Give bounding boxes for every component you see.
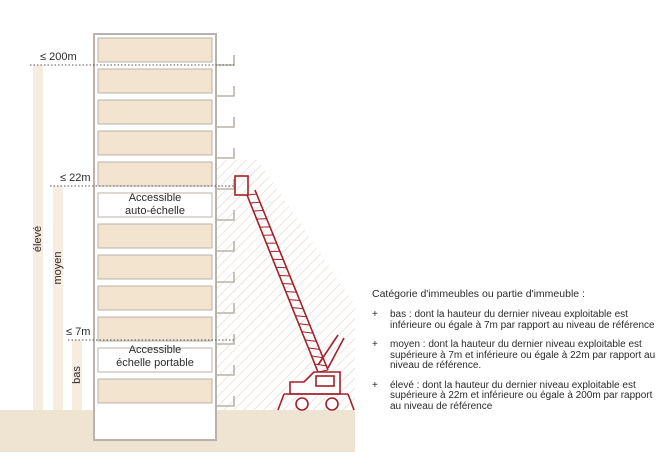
ladder-rung (292, 307, 304, 310)
balcony (216, 117, 235, 128)
ladder-rung (295, 315, 307, 318)
legend-item-moyen: + moyen : dont la hauteur du dernier niv… (372, 339, 662, 372)
ladder-rung (256, 218, 267, 220)
ladder-rung (298, 323, 310, 326)
balcony (216, 210, 235, 221)
ladder-reach-zone (214, 160, 355, 410)
floor (97, 130, 213, 156)
truck-wheel-front (295, 397, 309, 411)
floor (97, 99, 213, 125)
floor (97, 378, 213, 404)
ladder-rail-right (254, 189, 329, 371)
balcony (216, 86, 235, 97)
floor (97, 192, 213, 218)
label-200m: ≤ 200m (40, 51, 77, 63)
floor (97, 316, 213, 342)
plus-icon: + (372, 339, 378, 350)
balconies (216, 55, 235, 407)
zone-portable-line2: échelle portable (116, 357, 194, 369)
floor (97, 161, 213, 187)
zone-echelle-portable: Accessible échelle portable (104, 344, 206, 370)
ladder-rung (305, 339, 317, 342)
balcony (216, 272, 235, 283)
floor (97, 347, 213, 373)
legend-title: Catégorie d'immeubles ou partie d'immeub… (372, 288, 585, 300)
balcony (216, 55, 235, 66)
label-22m: ≤ 22m (60, 172, 91, 184)
zone-portable-line1: Accessible (128, 344, 182, 356)
legend: Catégorie d'immeubles ou partie d'immeub… (372, 288, 662, 421)
balcony (216, 148, 235, 159)
ladder-rung (301, 331, 314, 334)
balcony (216, 365, 235, 376)
band-eleve (33, 65, 43, 410)
floor (97, 223, 213, 249)
zone-auto-line2: auto-échelle (125, 205, 185, 217)
legend-item-bas: + bas : dont la hauteur du dernier nivea… (372, 309, 662, 331)
legend-text-moyen: moyen : dont la hauteur du dernier nivea… (390, 339, 656, 371)
ladder-rungs (246, 193, 329, 373)
balcony (216, 303, 235, 314)
ladder-truck (234, 175, 355, 411)
balcony (216, 396, 235, 407)
truck-wheel-rear (325, 397, 339, 411)
legend-text-bas: bas : dont la hauteur du dernier niveau … (390, 309, 655, 331)
floor (97, 37, 213, 63)
ladder-rung (308, 347, 320, 351)
outrigger-left (277, 393, 285, 411)
ladder-rung (285, 291, 297, 293)
band-label-eleve: élevé (32, 225, 44, 253)
balcony (216, 241, 235, 252)
balcony (216, 334, 235, 345)
truck-window (315, 375, 335, 387)
band-label-bas: bas (71, 366, 83, 384)
floor (97, 254, 213, 280)
ladder-rung (311, 355, 324, 359)
band-bas (72, 340, 82, 410)
ladder-rung (314, 363, 327, 367)
plus-icon: + (372, 309, 378, 320)
ladder-rung (282, 283, 294, 285)
floors (97, 37, 213, 404)
label-7m: ≤ 7m (66, 326, 91, 338)
legend-item-eleve: + élevé : dont la hauteur du dernier niv… (372, 379, 662, 413)
floor (97, 68, 213, 94)
band-label-moyen: moyen (52, 251, 64, 285)
plus-icon: + (372, 379, 378, 391)
ladder-rung (253, 209, 264, 212)
zone-auto-line1: Accessible (128, 192, 182, 204)
zone-auto-echelle: Accessible auto-échelle (104, 192, 206, 218)
ladder-rung (246, 193, 257, 196)
ladder-arm-2 (327, 337, 345, 369)
outrigger-right (347, 393, 355, 411)
balcony (216, 179, 235, 190)
floor (97, 285, 213, 311)
ladder-arm (317, 334, 339, 366)
band-moyen (53, 186, 63, 410)
ladder-basket (234, 175, 249, 196)
legend-text-eleve: élevé : dont la hauteur du dernier nivea… (390, 379, 653, 412)
ladder-rung (288, 299, 300, 301)
ladder-rung (250, 201, 261, 204)
